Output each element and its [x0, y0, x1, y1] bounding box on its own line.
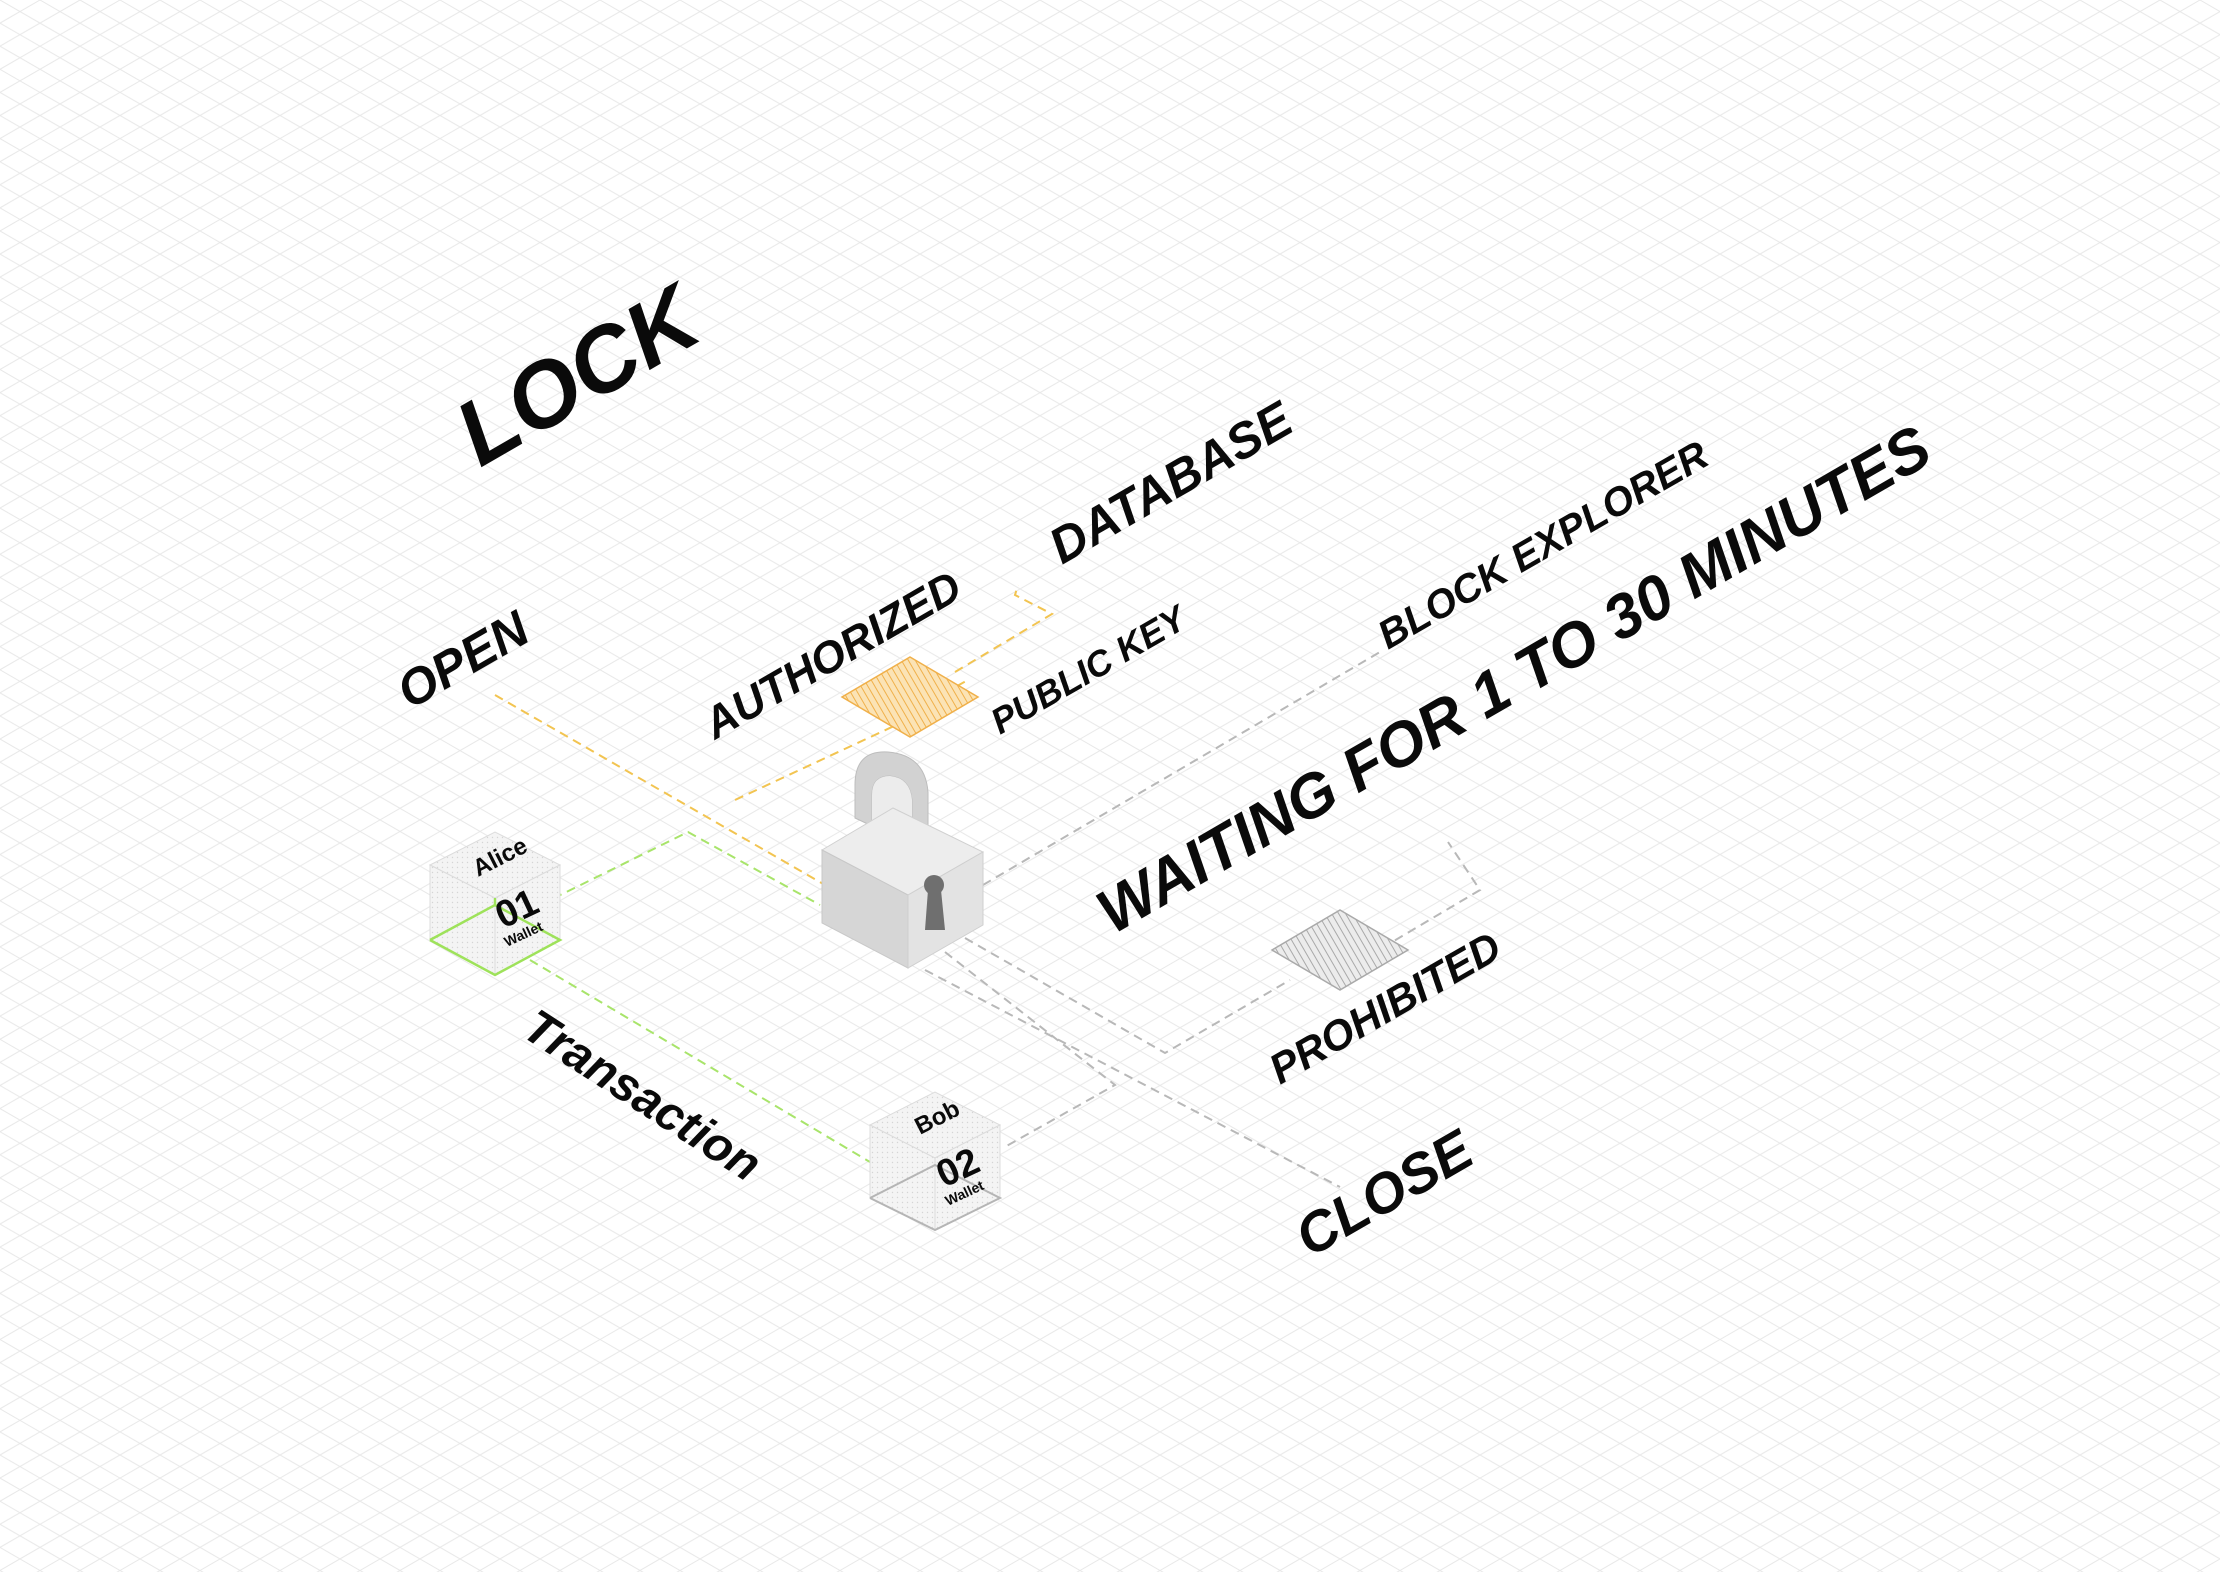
hatched-tile-icon [840, 656, 980, 738]
open-connector [494, 694, 826, 886]
prohibited-connector-upper [1381, 841, 1482, 949]
alice-lock-connector [539, 830, 821, 906]
padlock-icon [820, 751, 985, 969]
hatched-tile-icon [1270, 909, 1410, 991]
close-connector [924, 969, 1341, 1188]
transaction-connector [529, 959, 876, 1166]
alice-wallet-cube: Alice 01 Wallet [428, 831, 563, 977]
bob-connector [944, 951, 1117, 1149]
block-explorer-connector [982, 651, 1381, 886]
bob-wallet-cube: Bob 02 Wallet [868, 1091, 1003, 1232]
prohibited-connector-lower [964, 937, 1291, 1055]
